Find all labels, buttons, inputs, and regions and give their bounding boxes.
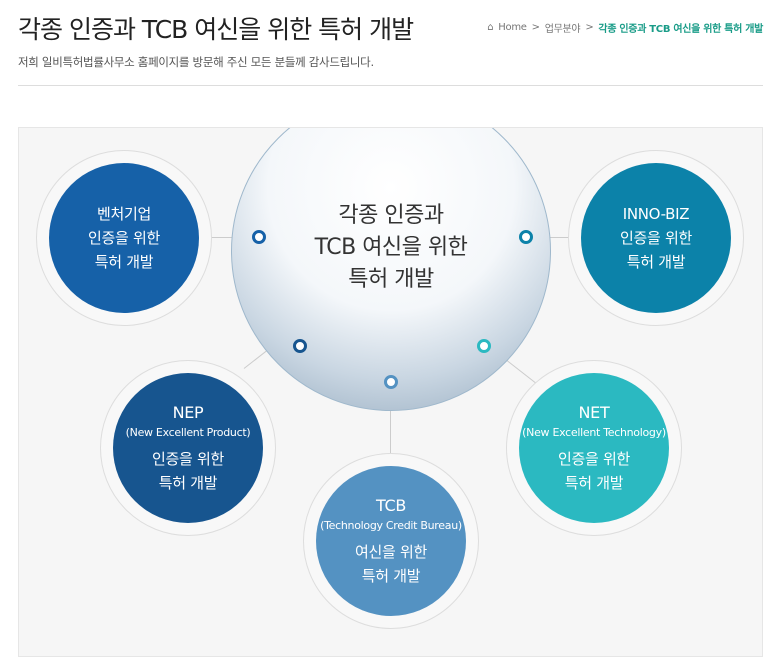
page-title: 각종 인증과 TCB 여신을 위한 특허 개발: [18, 15, 414, 44]
label: 인증을 위한: [88, 229, 160, 247]
label: 특허 개발: [564, 474, 624, 492]
connector-dot: [384, 375, 398, 389]
center-line: TCB 여신을 위한: [314, 235, 468, 260]
label: 인증을 위한: [558, 450, 630, 468]
breadcrumb-separator: >: [585, 22, 594, 33]
connector-dot: [293, 339, 307, 353]
label: NET: [578, 403, 610, 422]
label: 특허 개발: [626, 253, 686, 271]
label: 여신을 위한: [355, 543, 427, 561]
connector-line: [531, 237, 591, 238]
label: (New Excellent Product): [125, 426, 251, 439]
connector-dot: [519, 230, 533, 244]
connector-line: [390, 383, 391, 483]
breadcrumb-home[interactable]: Home: [498, 22, 527, 33]
divider: [18, 85, 763, 86]
label: (Technology Credit Bureau): [320, 519, 462, 532]
label: INNO-BIZ: [622, 205, 690, 223]
home-icon[interactable]: ⌂: [487, 22, 494, 33]
page-subtitle: 저희 일비특허법률사무소 홈페이지를 방문해 주신 모든 분들께 감사드립니다.: [18, 55, 374, 69]
center-line: 특허 개발: [348, 267, 434, 292]
connector-dot: [477, 339, 491, 353]
connector-dot: [252, 230, 266, 244]
breadcrumb-current: 각종 인증과 TCB 여신을 위한 특허 개발: [598, 24, 763, 35]
label: 인증을 위한: [620, 229, 692, 247]
label: 특허 개발: [94, 253, 154, 271]
label: (New Excellent Technology): [522, 426, 666, 439]
breadcrumb: ⌂ Home > 업무분야 > 각종 인증과 TCB 여신을 위한 특허 개발: [487, 20, 763, 35]
label: 특허 개발: [361, 567, 421, 585]
label: TCB: [375, 496, 407, 515]
label: NEP: [172, 403, 204, 422]
label: 벤처기업: [96, 205, 151, 223]
breadcrumb-separator: >: [531, 22, 540, 33]
label: 특허 개발: [158, 474, 218, 492]
breadcrumb-section[interactable]: 업무분야: [544, 24, 581, 35]
label: 인증을 위한: [152, 450, 224, 468]
center-line: 각종 인증과: [338, 203, 444, 228]
